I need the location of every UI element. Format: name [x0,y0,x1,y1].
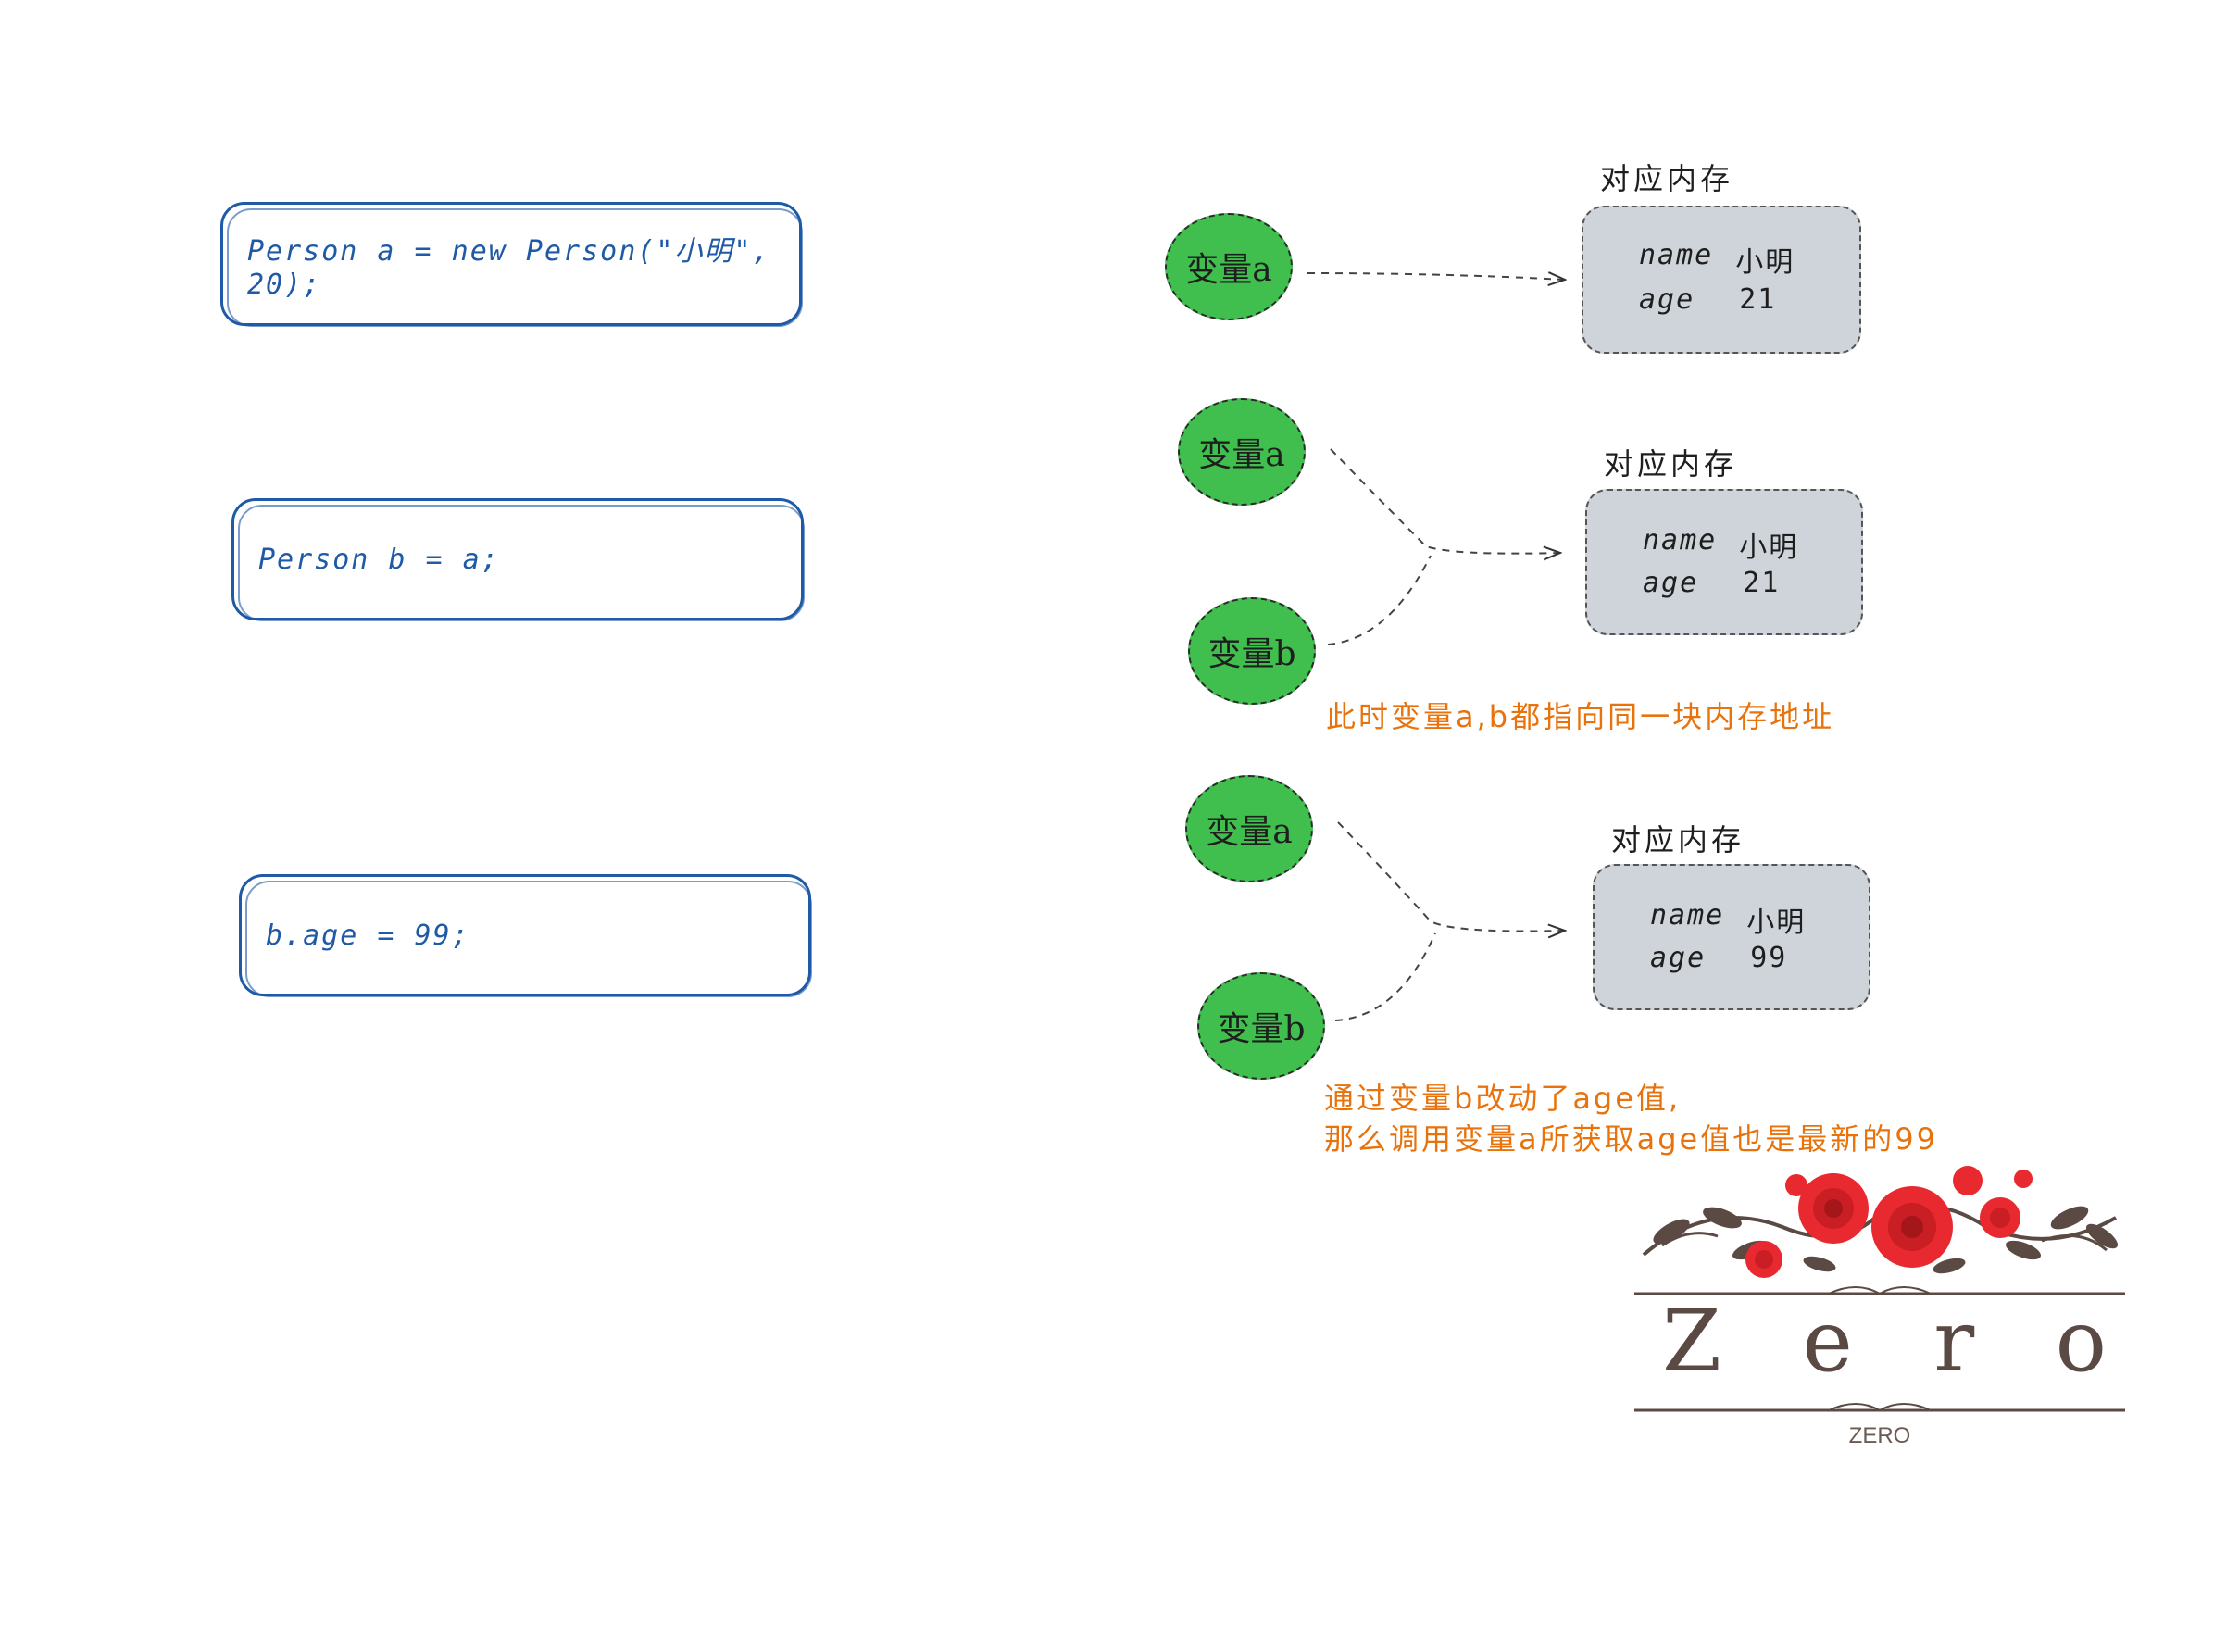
code-line-create: Person a = new Person("小明", 20); [247,234,771,301]
arrow-a-to-memory-1 [1307,273,1565,280]
memory-label-3: 对应内存 [1611,822,1745,857]
memory-name-value-1: 小明 [1735,246,1795,279]
variable-a-label-3: 变量a [1206,813,1293,851]
code-line-modify: b.age = 99; [266,919,470,952]
logo-subtitle: ZERO [1848,1423,1911,1448]
memory-name-value-2: 小明 [1739,532,1799,564]
memory-name-key-3: name [1650,899,1725,932]
memory-age-key-3: age [1650,942,1707,974]
variable-b-label-3: 变量b [1217,1010,1306,1048]
memory-label-1: 对应内存 [1600,161,1734,196]
memory-age-value-3: 99 [1750,942,1788,974]
memory-box-1: name 小明 age 21 [1582,206,1861,354]
variable-a-circle-2: 变量a [1178,398,1306,506]
logo-letter-r: r [1933,1292,1975,1391]
variable-a-circle-1: 变量a [1165,213,1293,320]
memory-name-key-1: name [1639,239,1714,271]
variable-a-circle-3: 变量a [1185,775,1313,882]
arrow-b-to-memory-2 [1327,555,1432,645]
note-shared-reference: 此时变量a,b都指向同一块内存地址 [1326,699,1835,734]
variable-a-label-2: 变量a [1198,436,1285,474]
memory-name-key-2: name [1643,524,1718,557]
logo-letter-z: Z [1662,1292,1721,1391]
variable-b-circle-2: 变量b [1188,597,1316,705]
memory-age-value-2: 21 [1743,567,1781,599]
zero-logo: Z e r o ZERO [1634,1162,2125,1458]
note-modified-line-1: 通过变量b改动了age值, [1324,1081,1682,1116]
logo-wordmark: Z e r o [1662,1292,2107,1391]
memory-name-value-3: 小明 [1746,907,1807,939]
code-box-modify: b.age = 99; [239,874,812,997]
memory-age-key-1: age [1639,283,1695,316]
variable-a-label-1: 变量a [1185,251,1272,289]
variable-b-circle-3: 变量b [1197,972,1325,1080]
memory-box-2: name 小明 age 21 [1585,489,1863,635]
logo-letter-e: e [1802,1292,1853,1391]
rose-garland-icon [1634,1166,2125,1412]
memory-age-key-2: age [1643,567,1699,599]
note-modified-line-2: 那么调用变量a所获取age值也是最新的99 [1324,1121,1938,1157]
arrow-a-to-memory-2 [1330,448,1560,554]
variable-b-label-2: 变量b [1207,635,1296,673]
memory-label-2: 对应内存 [1604,446,1738,482]
memory-age-value-1: 21 [1739,283,1777,316]
arrow-b-to-memory-3 [1334,932,1436,1021]
code-box-assign: Person b = a; [231,498,805,621]
logo-letter-o: o [2055,1292,2107,1391]
memory-box-3: name 小明 age 99 [1593,864,1870,1010]
code-line-assign: Person b = a; [258,543,500,576]
arrow-a-to-memory-3 [1337,821,1565,932]
